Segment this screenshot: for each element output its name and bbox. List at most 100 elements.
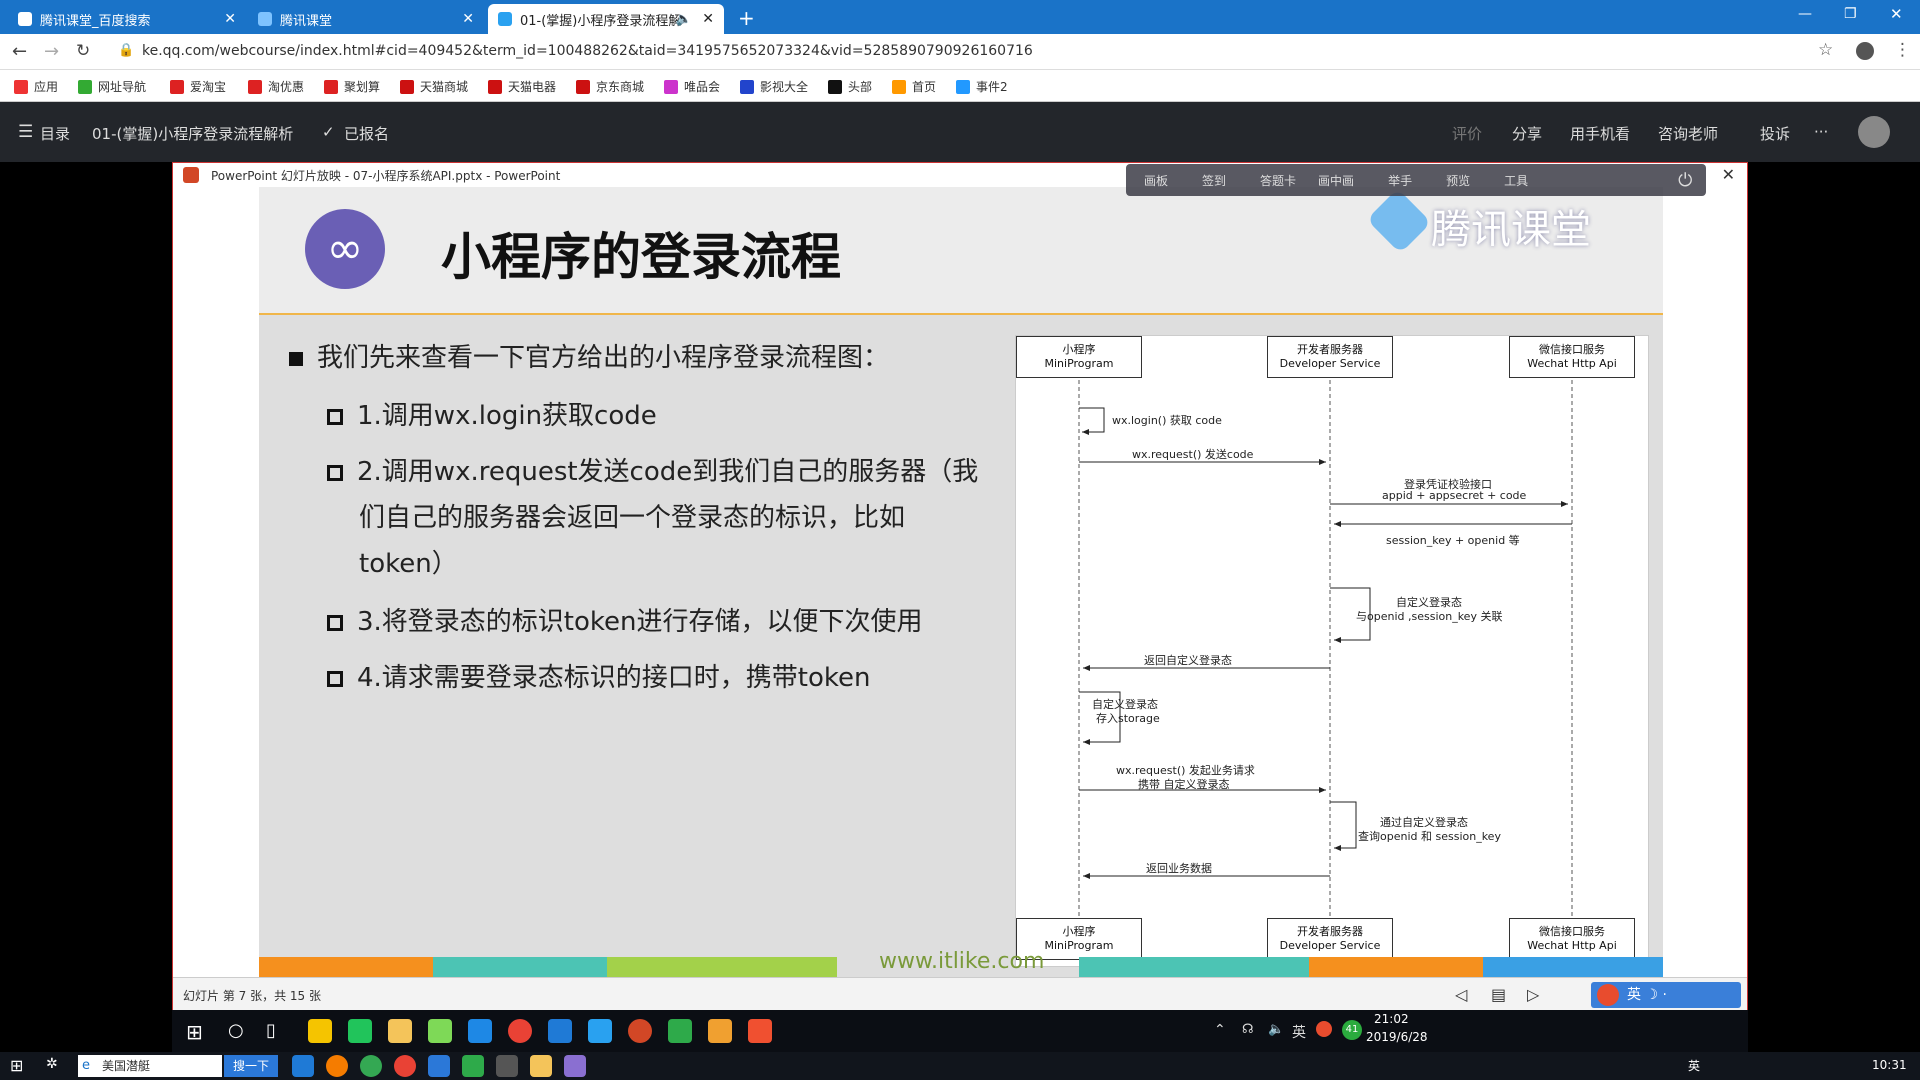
bookmark-item[interactable]: 头部 xyxy=(828,78,872,95)
task-view-icon[interactable]: ▯ xyxy=(266,1020,276,1041)
vscode-icon[interactable] xyxy=(292,1055,314,1077)
camtasia-icon[interactable] xyxy=(348,1019,372,1043)
pycharm-icon[interactable] xyxy=(428,1019,452,1043)
tab-label: 腾讯课堂_百度搜索 xyxy=(40,13,151,29)
tool-sign-in[interactable]: 签到 xyxy=(1202,173,1227,188)
catalog-button[interactable]: 目录 xyxy=(40,125,71,143)
close-icon[interactable]: ✕ xyxy=(224,11,236,27)
devtools-icon[interactable] xyxy=(496,1055,518,1077)
mobile-view-button[interactable]: 用手机看 xyxy=(1570,125,1631,143)
bookmark-item[interactable]: 唯品会 xyxy=(664,78,720,95)
share-button[interactable]: 分享 xyxy=(1512,125,1543,143)
tray-arrow-icon[interactable]: ⌃ xyxy=(1214,1022,1226,1038)
next-slide-icon[interactable]: ▷ xyxy=(1527,985,1540,1004)
bookmark-item[interactable]: 京东商城 xyxy=(576,78,644,95)
app-icon[interactable] xyxy=(748,1019,772,1043)
power-icon[interactable]: ⏻ xyxy=(1678,169,1693,191)
webstorm-icon[interactable] xyxy=(468,1019,492,1043)
close-icon[interactable]: ✕ xyxy=(702,11,714,27)
notification-badge[interactable]: 41 xyxy=(1342,1020,1362,1040)
bookmark-item[interactable]: 爱淘宝 xyxy=(170,78,226,95)
app-icon[interactable] xyxy=(428,1055,450,1077)
search-circle-icon[interactable]: ○ xyxy=(228,1020,244,1041)
search-box[interactable]: 美国潜艇 xyxy=(78,1055,222,1077)
tencent-classroom-icon xyxy=(18,12,32,26)
settings-icon[interactable]: ✲ xyxy=(46,1056,58,1072)
course-title: 01-(掌握)小程序登录流程解析 xyxy=(92,125,294,143)
clock-time: 10:31 xyxy=(1872,1058,1907,1072)
profile-icon[interactable] xyxy=(1856,42,1874,60)
app-icon[interactable] xyxy=(564,1055,586,1077)
prev-slide-icon[interactable]: ◁ xyxy=(1455,985,1468,1004)
tool-whiteboard[interactable]: 画板 xyxy=(1144,173,1169,188)
file-explorer-icon[interactable] xyxy=(388,1019,412,1043)
bookmark-item[interactable]: 事件2 xyxy=(956,78,1008,95)
report-button[interactable]: 投诉 xyxy=(1760,125,1791,143)
message-label: appid + appsecret + code xyxy=(1382,489,1527,502)
window-close-button[interactable]: ✕ xyxy=(1890,5,1903,23)
tool-raise-hand[interactable]: 举手 xyxy=(1388,173,1413,188)
wifi-icon[interactable]: ☊ xyxy=(1242,1022,1254,1037)
bookmark-item[interactable]: 聚划算 xyxy=(324,78,380,95)
tool-pip[interactable]: 画中画 xyxy=(1318,173,1355,188)
windows-start-icon[interactable]: ⊞ xyxy=(10,1056,24,1075)
tool-preview[interactable]: 预览 xyxy=(1446,173,1471,188)
slide-item-cont: 们自己的服务器会返回一个登录态的标识，比如 xyxy=(359,503,906,533)
sogou-ime-icon[interactable] xyxy=(1316,1021,1332,1037)
git-icon[interactable] xyxy=(708,1019,732,1043)
tab-course-video[interactable]: 01-(掌握)小程序登录流程解 🔈 ✕ xyxy=(488,4,724,34)
more-icon[interactable]: ⋮ xyxy=(1894,40,1911,60)
tool-answer-card[interactable]: 答题卡 xyxy=(1260,173,1297,188)
firefox-icon[interactable] xyxy=(326,1055,348,1077)
search-button[interactable]: 搜一下 xyxy=(224,1055,278,1077)
windows-start-icon[interactable]: ⊞ xyxy=(186,1020,203,1044)
slide-header: ∞ 小程序的登录流程 腾讯课堂 xyxy=(259,187,1663,315)
restore-button[interactable]: ❐ xyxy=(1844,6,1857,22)
bookmark-item[interactable]: 影视大全 xyxy=(740,78,808,95)
avatar[interactable] xyxy=(1858,116,1890,148)
bookmark-item[interactable]: 天猫商城 xyxy=(400,78,468,95)
tool-tools[interactable]: 工具 xyxy=(1504,173,1529,188)
file-explorer-icon[interactable] xyxy=(530,1055,552,1077)
powerpoint-icon[interactable] xyxy=(628,1019,652,1043)
ie-icon: e xyxy=(82,1058,90,1073)
tab-tencent-classroom[interactable]: 腾讯课堂 ✕ xyxy=(248,4,484,34)
chrome-icon[interactable] xyxy=(394,1055,416,1077)
forward-icon[interactable]: → xyxy=(44,41,60,62)
url-field[interactable]: ke.qq.com/webcourse/index.html#cid=40945… xyxy=(142,43,1033,59)
rate-button[interactable]: 评价 xyxy=(1452,125,1483,143)
ime-indicator[interactable]: 英 xyxy=(1292,1025,1306,1041)
bookmark-item[interactable]: 天猫电器 xyxy=(488,78,556,95)
more-button[interactable]: ··· xyxy=(1814,123,1829,141)
vscode-icon[interactable] xyxy=(548,1019,572,1043)
app-icon[interactable] xyxy=(360,1055,382,1077)
sticky-notes-icon[interactable] xyxy=(308,1019,332,1043)
message-label: session_key + openid 等 xyxy=(1386,534,1520,547)
tencent-classroom-icon[interactable] xyxy=(588,1019,612,1043)
minimize-button[interactable]: — xyxy=(1798,6,1812,22)
consult-teacher-button[interactable]: 咨询老师 xyxy=(1658,125,1719,143)
volume-icon[interactable]: 🔈 xyxy=(1268,1022,1285,1037)
close-icon[interactable]: ✕ xyxy=(462,11,474,27)
browser-tab-bar: 腾讯课堂_百度搜索 ✕ 腾讯课堂 ✕ 01-(掌握)小程序登录流程解 🔈 ✕ +… xyxy=(0,0,1920,34)
close-icon[interactable]: ✕ xyxy=(1721,165,1735,184)
bookmark-apps[interactable]: 应用 xyxy=(14,78,58,95)
bookmark-item[interactable]: 淘优惠 xyxy=(248,78,304,95)
bookmark-icon xyxy=(170,79,184,94)
new-tab-button[interactable]: + xyxy=(738,6,755,30)
wechat-devtools-icon[interactable] xyxy=(668,1019,692,1043)
slide-sorter-icon[interactable]: ▤ xyxy=(1491,985,1507,1004)
menu-icon[interactable]: ☰ xyxy=(18,122,34,142)
ime-indicator[interactable]: 英 xyxy=(1688,1059,1701,1073)
message-label: 携带 自定义登录态 xyxy=(1138,778,1230,791)
tab-baidu-search[interactable]: 腾讯课堂_百度搜索 ✕ xyxy=(8,4,246,34)
star-icon[interactable]: ☆ xyxy=(1818,40,1834,60)
chrome-icon[interactable] xyxy=(508,1019,532,1043)
speaker-icon[interactable]: 🔈 xyxy=(675,11,692,27)
tab-label: 01-(掌握)小程序登录流程解 xyxy=(520,13,682,29)
reload-icon[interactable]: ↻ xyxy=(76,41,91,61)
back-icon[interactable]: ← xyxy=(12,41,28,62)
bookmark-item[interactable]: 首页 xyxy=(892,78,936,95)
bookmark-item[interactable]: 网址导航 xyxy=(78,78,146,95)
wechat-icon[interactable] xyxy=(462,1055,484,1077)
